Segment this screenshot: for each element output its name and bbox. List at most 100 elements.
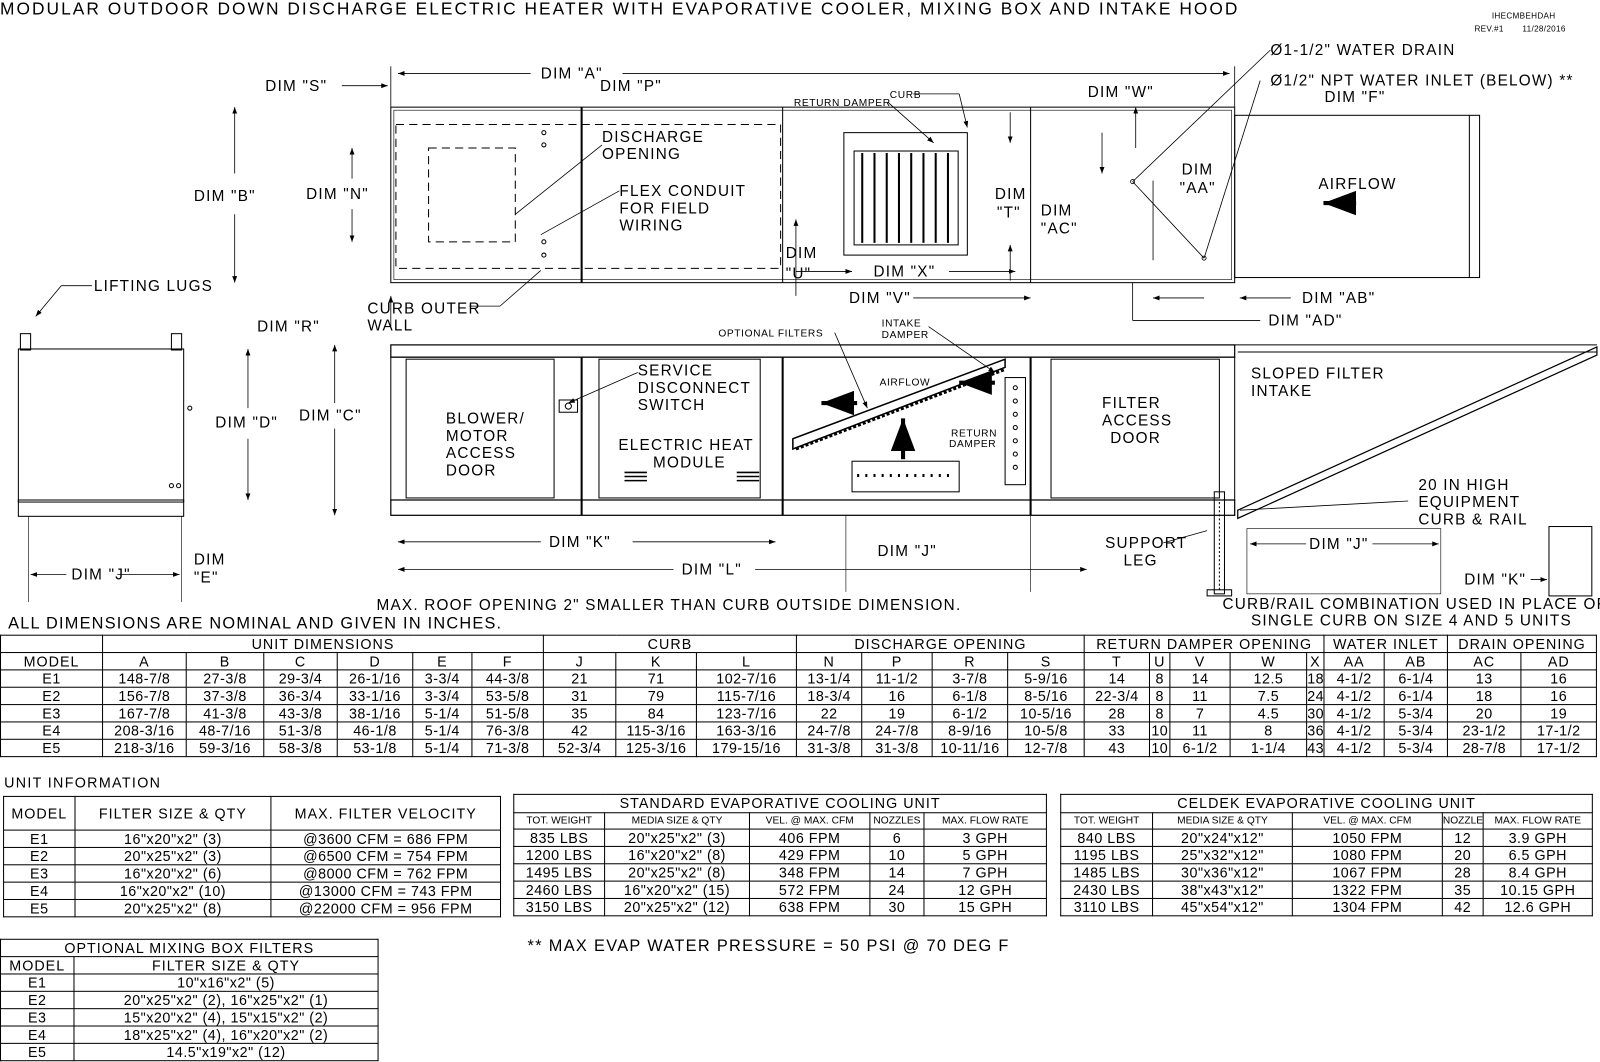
table-cell: 3150 LBS xyxy=(513,897,606,917)
column-header: S xyxy=(1007,652,1085,671)
table-cell: 17-1/2 xyxy=(1520,738,1598,758)
table-cell: 21 xyxy=(542,669,617,688)
table-cell: 5-1/4 xyxy=(412,704,473,723)
table-cell: 19 xyxy=(1520,704,1598,723)
table-cell: 2430 LBS xyxy=(1060,880,1154,899)
table-cell: 19 xyxy=(861,704,933,723)
table-cell: 208-3/16 xyxy=(102,721,187,740)
dim-s-label: DIM "S" xyxy=(265,78,327,95)
table-cell: 179-15/16 xyxy=(695,738,798,758)
curb-rail-note-2: SINGLE CURB ON SIZE 4 AND 5 UNITS xyxy=(1251,613,1572,630)
table-cell: 22 xyxy=(795,704,863,723)
table-cell: 8 xyxy=(1149,669,1171,688)
intake-hood-top xyxy=(1234,114,1481,279)
table-cell: 1067 FPM xyxy=(1291,863,1443,882)
dim-j-rail-label: DIM "J" xyxy=(1309,536,1368,553)
table-cell: 5 GPH xyxy=(923,845,1047,865)
table-cell: 30"x36"x12" xyxy=(1152,863,1293,882)
curb-rail-note: CURB/RAIL COMBINATION USED IN PLACE OF xyxy=(1222,596,1600,613)
table-cell: 12 xyxy=(1441,828,1484,847)
table-cell: 12.5 xyxy=(1229,669,1308,688)
service-disconnect-label-2: DISCONNECT xyxy=(638,380,751,397)
table-cell: 6-1/2 xyxy=(1169,738,1231,758)
dim-u-label: DIM xyxy=(786,245,818,262)
table-cell: 4-1/2 xyxy=(1323,721,1385,740)
table-cell: 35 xyxy=(542,704,617,723)
support-leg-label-2: LEG xyxy=(1123,552,1157,569)
dim-aa-label-2: "AA" xyxy=(1180,180,1216,197)
table-cell: E1 xyxy=(0,973,75,992)
table-cell: E3 xyxy=(3,864,76,883)
dim-j-end-label: DIM "J" xyxy=(71,567,130,584)
table-cell: 20 xyxy=(1441,845,1484,865)
table-cell: 16 xyxy=(1520,669,1598,688)
dim-f-label: DIM "F" xyxy=(1324,89,1385,106)
curb-top-label: CURB xyxy=(890,90,921,101)
curb-rail-label: 20 IN HIGH xyxy=(1418,477,1509,494)
table-cell: 7.5 xyxy=(1229,686,1308,706)
table-cell: 20"x25"x2" (8) xyxy=(604,863,750,882)
table-cell: E5 xyxy=(0,738,104,758)
table-cell: 25"x32"x12" xyxy=(1152,845,1293,865)
table-cell: 14 xyxy=(869,863,925,882)
dim-v-label: DIM "V" xyxy=(849,290,911,307)
table-cell: 16"x20"x2" (3) xyxy=(74,829,272,848)
table-cell: 59-3/16 xyxy=(185,738,265,758)
table-cell: 102-7/16 xyxy=(695,669,798,688)
group-header: DRAIN OPENING xyxy=(1447,634,1598,654)
table-cell: E3 xyxy=(0,704,104,723)
table-cell: 840 LBS xyxy=(1060,828,1154,847)
table-cell: 11-1/2 xyxy=(861,669,933,688)
table-cell: 8 xyxy=(1229,721,1308,740)
table-cell: 37-3/8 xyxy=(185,686,265,706)
table-cell: 20"x25"x2" (3) xyxy=(74,846,272,866)
table-cell: 53-5/8 xyxy=(471,686,544,706)
group-header: DISCHARGE OPENING xyxy=(795,634,1085,654)
column-header: VEL. @ MAX. CFM xyxy=(748,812,871,830)
table-title-row: CELDEK EVAPORATIVE COOLING UNIT xyxy=(1060,793,1593,814)
table-cell: 163-3/16 xyxy=(695,721,798,740)
table-cell: 3 GPH xyxy=(923,828,1047,847)
drawing-id: IHECMBEHDAH xyxy=(1492,11,1556,20)
table-cell: 125-3/16 xyxy=(615,738,698,758)
column-header: W xyxy=(1229,652,1308,671)
table-cell: 348 FPM xyxy=(748,863,871,882)
column-header: AA xyxy=(1323,652,1385,671)
table-cell: 35 xyxy=(1441,880,1484,899)
table-cell: 8.4 GPH xyxy=(1482,863,1593,882)
column-header: A xyxy=(102,652,187,671)
filter-door-label-3: DOOR xyxy=(1110,430,1161,447)
table-cell: 218-3/16 xyxy=(102,738,187,758)
intake-damper-label: INTAKE xyxy=(882,319,922,330)
table-cell: 3-7/8 xyxy=(931,669,1009,688)
electric-heat-label: ELECTRIC HEAT xyxy=(618,437,753,454)
table-cell: E5 xyxy=(0,1042,75,1062)
column-header: TOT. WEIGHT xyxy=(513,812,606,830)
revision-date: 11/28/2016 xyxy=(1522,25,1565,34)
nominal-note: ALL DIMENSIONS ARE NOMINAL AND GIVEN IN … xyxy=(8,615,502,633)
water-drain-label: Ø1-1/2" WATER DRAIN xyxy=(1270,42,1455,59)
table-cell: 51-3/8 xyxy=(263,721,338,740)
table-cell: 53-1/8 xyxy=(336,738,414,758)
column-header: FILTER SIZE & QTY xyxy=(74,795,272,831)
water-pressure-note: ** MAX EVAP WATER PRESSURE = 50 PSI @ 70… xyxy=(527,937,1010,956)
table-cell: 10 xyxy=(1149,738,1171,758)
table-cell: 30 xyxy=(1306,704,1325,723)
column-header: NOZZLES xyxy=(869,812,925,830)
table-cell: 16 xyxy=(861,686,933,706)
table-cell: 1080 FPM xyxy=(1291,845,1443,865)
table-cell: 8 xyxy=(1149,686,1171,706)
dim-t-label: DIM xyxy=(995,186,1027,203)
table-cell: E1 xyxy=(3,829,76,848)
unit-info-title: UNIT INFORMATION xyxy=(4,774,162,791)
sloped-filter-intake xyxy=(1234,344,1598,520)
table-cell: 13 xyxy=(1447,669,1522,688)
column-header: AB xyxy=(1383,652,1449,671)
table-cell: 18 xyxy=(1306,669,1325,688)
unit-drawing: MODULAR OUTDOOR DOWN DISCHARGE ELECTRIC … xyxy=(0,0,1600,633)
table-cell: 46-1/8 xyxy=(336,721,414,740)
